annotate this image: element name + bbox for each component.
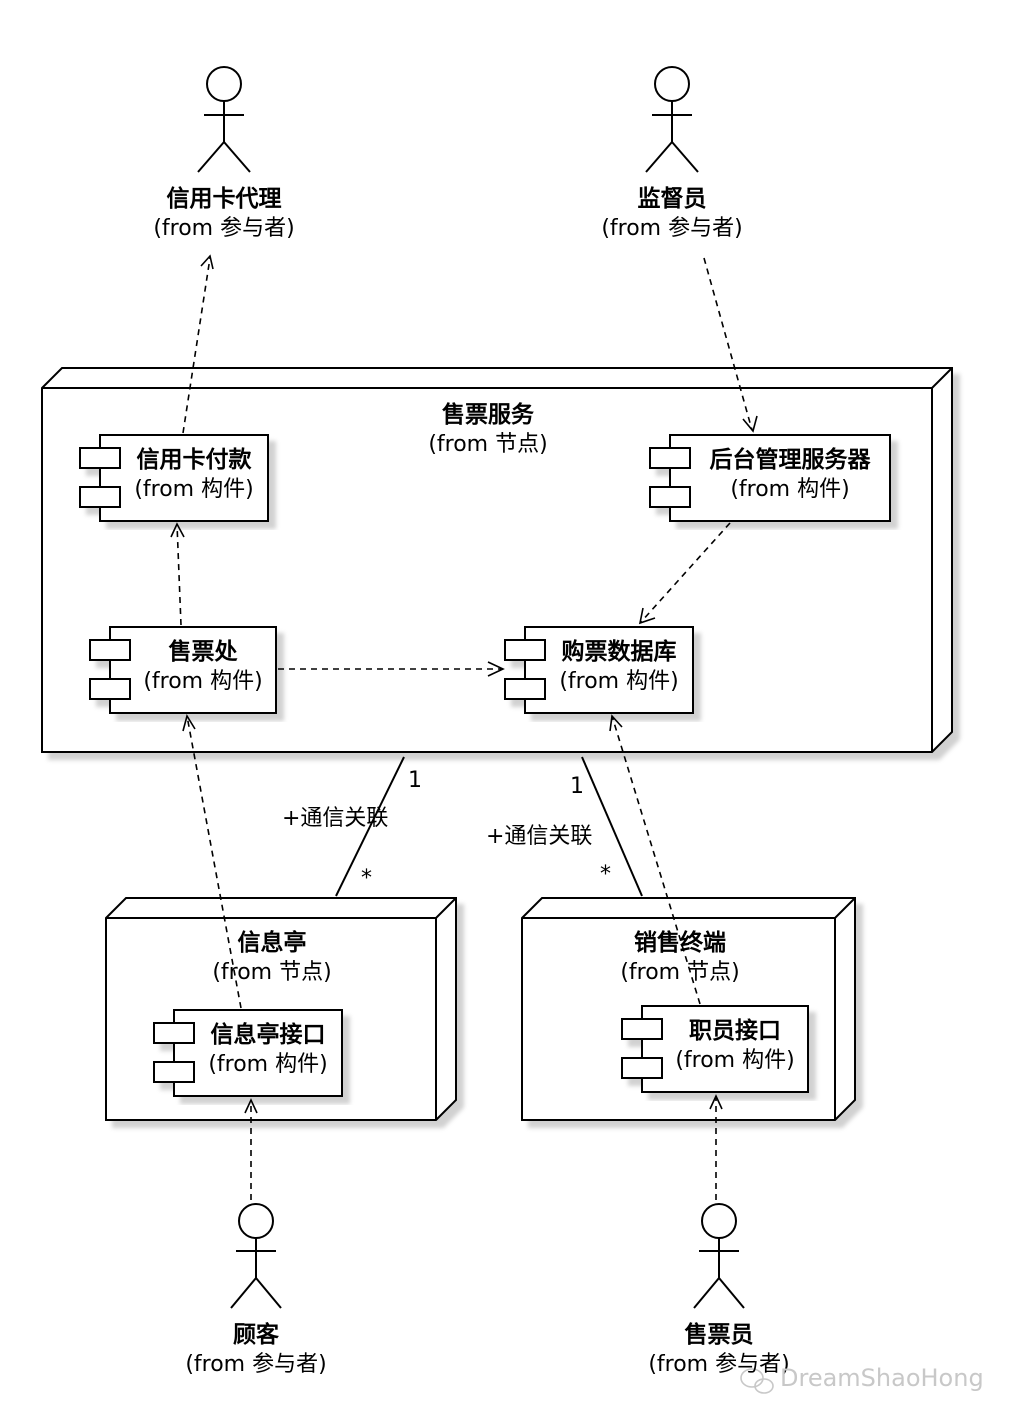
node-from: (from 节点) [620, 960, 740, 985]
dependency-ticket-office-to-purchase-db[interactable] [278, 661, 505, 677]
multiplicity-left-bottom: * [361, 866, 372, 891]
component-credit-payment[interactable] [79, 434, 269, 522]
actor-customer[interactable]: 顾客 (from 参与者) [156, 1320, 356, 1380]
component-clerk-interface-label: 职员接口 (from 构件) [662, 1016, 808, 1076]
component-ticket-office[interactable] [89, 626, 277, 714]
component-clerk-interface[interactable] [621, 1005, 809, 1093]
component-name: 职员接口 [689, 1018, 781, 1044]
association-line-kiosk[interactable] [335, 756, 405, 897]
association-label-right: +通信关联 [486, 824, 593, 849]
dependency-ticket-office-to-credit-payment[interactable] [170, 522, 185, 626]
actor-credit-agent[interactable]: 信用卡代理 (from 参与者) [124, 184, 324, 244]
node-ticket-service-label: 售票服务 (from 节点) [388, 400, 588, 460]
component-backend-server-label: 后台管理服务器 (from 构件) [690, 445, 890, 505]
component-purchase-db[interactable] [504, 626, 694, 714]
actor-from: (from 参与者) [153, 216, 295, 241]
component-purchase-db-label: 购票数据库 (from 构件) [545, 637, 693, 697]
node-from: (from 节点) [212, 960, 332, 985]
actor-name: 监督员 [637, 186, 707, 212]
component-name: 购票数据库 [561, 639, 677, 665]
watermark-text: DreamShaoHong [780, 1364, 984, 1392]
component-from: (from 构件) [730, 477, 850, 502]
actor-from: (from 参与者) [185, 1352, 327, 1377]
node-name: 信息亭 [237, 930, 307, 956]
component-backend-server[interactable] [649, 434, 891, 522]
component-kiosk-interface-label: 信息亭接口 (from 构件) [194, 1020, 342, 1080]
multiplicity-left-top: 1 [408, 768, 422, 793]
component-credit-payment-label: 信用卡付款 (from 构件) [120, 445, 268, 505]
actor-name: 信用卡代理 [166, 186, 282, 212]
actor-from: (from 参与者) [648, 1352, 790, 1377]
component-from: (from 构件) [143, 669, 263, 694]
dependency-customer-to-kiosk-interface[interactable] [244, 1098, 258, 1200]
node-name: 销售终端 [634, 930, 726, 956]
association-label-left: +通信关联 [282, 806, 389, 831]
actor-name: 售票员 [684, 1322, 754, 1348]
association-line-sales-terminal[interactable] [581, 756, 643, 897]
multiplicity-right-top: 1 [570, 774, 584, 799]
component-from: (from 构件) [134, 477, 254, 502]
component-kiosk-interface[interactable] [153, 1009, 343, 1097]
actor-supervisor[interactable]: 监督员 (from 参与者) [572, 184, 772, 244]
actor-clerk[interactable]: 售票员 (from 参与者) [619, 1320, 819, 1380]
node-from: (from 节点) [428, 432, 548, 457]
dependency-credit-payment-to-credit-agent[interactable] [182, 254, 214, 434]
component-name: 信息亭接口 [210, 1022, 326, 1048]
dependency-clerk-to-clerk-interface[interactable] [709, 1094, 723, 1200]
actor-name: 顾客 [233, 1322, 279, 1348]
component-name: 信用卡付款 [136, 447, 252, 473]
component-from: (from 构件) [559, 669, 679, 694]
actor-credit-agent-figure[interactable] [197, 66, 251, 173]
node-name: 售票服务 [442, 402, 534, 428]
component-name: 后台管理服务器 [709, 447, 871, 473]
dependency-kiosk-interface-to-ticket-office[interactable] [182, 713, 242, 1009]
node-sales-terminal-label: 销售终端 (from 节点) [580, 928, 780, 988]
dependency-clerk-interface-to-purchase-db[interactable] [609, 714, 701, 1005]
actor-customer-figure[interactable] [230, 1203, 282, 1309]
multiplicity-right-bottom: * [600, 862, 611, 887]
dependency-backend-server-to-purchase-db[interactable] [638, 522, 731, 625]
actor-from: (from 参与者) [601, 216, 743, 241]
wechat-icon [740, 1368, 774, 1394]
actor-clerk-figure[interactable] [693, 1203, 745, 1309]
actor-supervisor-figure[interactable] [645, 66, 699, 173]
dependency-supervisor-to-backend-server[interactable] [703, 257, 758, 433]
node-kiosk-label: 信息亭 (from 节点) [172, 928, 372, 988]
component-from: (from 构件) [675, 1048, 795, 1073]
component-name: 售票处 [168, 639, 238, 665]
component-from: (from 构件) [208, 1052, 328, 1077]
component-ticket-office-label: 售票处 (from 构件) [130, 637, 276, 697]
